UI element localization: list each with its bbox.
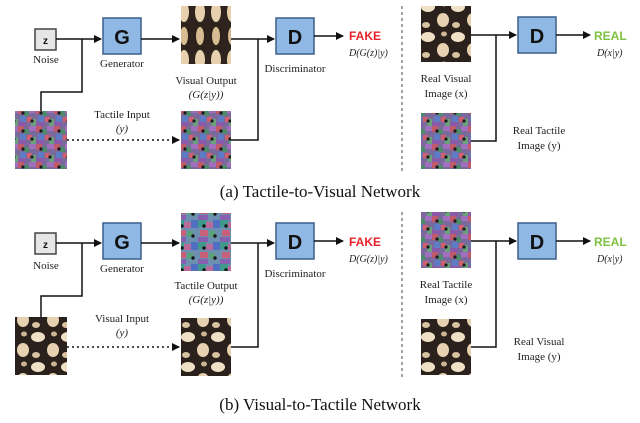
fake-label: FAKE xyxy=(349,235,381,249)
fake-formula: D(G(z)|y) xyxy=(348,254,389,265)
caption-b: (b) Visual-to-Tactile Network xyxy=(219,395,421,414)
fake-formula: D(G(z)|y) xyxy=(348,48,389,59)
real-tactile-var: Image (y) xyxy=(517,140,560,152)
noise-box-letter: z xyxy=(43,36,48,47)
noise-box-letter: z xyxy=(43,240,48,251)
tactile-output-label: Tactile Output xyxy=(174,280,237,292)
real-formula: D(x|y) xyxy=(596,48,623,59)
generator-box-letter: G xyxy=(114,27,130,49)
real-tactile-image xyxy=(421,113,471,169)
generator-box xyxy=(102,222,142,260)
generator-box xyxy=(102,17,142,55)
visual-input-var: (y) xyxy=(116,327,129,339)
fake-label: FAKE xyxy=(349,29,381,43)
tactile-output-image xyxy=(181,213,231,271)
real-cond-to-d-line xyxy=(471,35,497,142)
generator-label: Generator xyxy=(100,58,144,70)
tactile-to-visual-network: z Noise G Generator Visual Output (G(z|y… xyxy=(15,6,627,201)
visual-output-image xyxy=(181,6,231,64)
discriminator-box xyxy=(275,17,315,55)
real-cond-to-d-line xyxy=(471,241,497,348)
real-tactile-var: Image (x) xyxy=(424,294,467,306)
real-formula: D(x|y) xyxy=(596,254,623,265)
caption-a: (a) Tactile-to-Visual Network xyxy=(220,182,421,201)
real-visual-label: Real Visual xyxy=(421,73,472,85)
discriminator-box-letter: D xyxy=(288,232,302,254)
real-visual-image xyxy=(421,319,471,375)
visual-output-formula: (G(z|y)) xyxy=(189,89,224,101)
real-discriminator-letter: D xyxy=(530,232,544,254)
real-tactile-label: Real Tactile xyxy=(513,125,566,137)
real-visual-image xyxy=(421,6,471,62)
visual-to-tactile-network: z Noise G Generator Tactile Output (G(z|… xyxy=(15,212,627,414)
tactile-input-label: Tactile Input xyxy=(94,109,150,121)
tactile-input-image xyxy=(15,111,67,169)
real-discriminator-letter: D xyxy=(530,26,544,48)
visual-input-label: Visual Input xyxy=(95,313,149,325)
visual-to-generator-line xyxy=(40,243,83,317)
discriminator-label: Discriminator xyxy=(264,268,325,280)
tactile-condition-image xyxy=(181,111,231,169)
noise-label: Noise xyxy=(33,54,59,66)
noise-label: Noise xyxy=(33,260,59,272)
tactile-input-var: (y) xyxy=(116,123,129,135)
real-label: REAL xyxy=(594,235,627,249)
generator-label: Generator xyxy=(100,263,144,275)
real-tactile-image xyxy=(421,212,471,268)
condition-to-discriminator-line xyxy=(231,39,259,141)
tactile-to-generator-line xyxy=(40,39,83,111)
real-visual-label: Real Visual xyxy=(514,336,565,348)
discriminator-box xyxy=(275,222,315,260)
tactile-output-formula: (G(z|y)) xyxy=(189,294,224,306)
visual-condition-image xyxy=(181,318,231,376)
condition-to-discriminator-line xyxy=(231,243,259,348)
real-discriminator-box xyxy=(517,16,557,54)
real-visual-var: Image (x) xyxy=(424,88,467,100)
generator-box-letter: G xyxy=(114,232,130,254)
visual-output-label: Visual Output xyxy=(175,75,236,87)
discriminator-box-letter: D xyxy=(288,27,302,49)
real-visual-var: Image (y) xyxy=(517,351,560,363)
real-label: REAL xyxy=(594,29,627,43)
visual-input-image xyxy=(15,317,67,375)
discriminator-label: Discriminator xyxy=(264,63,325,75)
real-tactile-label: Real Tactile xyxy=(420,279,473,291)
